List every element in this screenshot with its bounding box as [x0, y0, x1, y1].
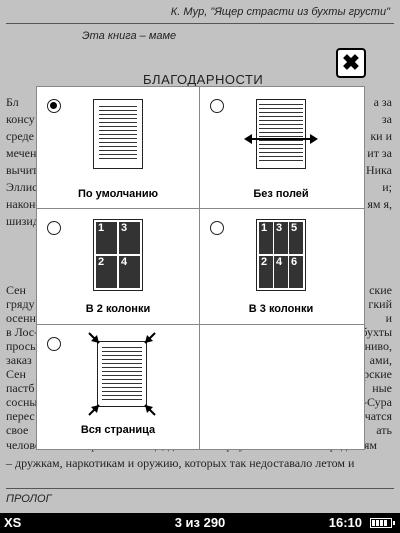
book-line-fragment: пастб	[6, 381, 35, 395]
book-line-fragment: и	[385, 311, 392, 325]
column-number: 4	[274, 256, 288, 288]
page-no-margins-icon	[244, 99, 318, 169]
book-line-fragment: Эллис	[6, 180, 38, 194]
book-line-fragment: шизид	[6, 214, 39, 228]
book-line-fragment: гкий	[368, 297, 392, 311]
book-line: – дружкам, наркотикам и оружию, которых …	[6, 456, 355, 470]
book-line-fragment: бухты	[361, 325, 392, 339]
book-line-fragment: в Лос-А	[6, 325, 47, 339]
column-number: 4	[119, 256, 140, 288]
book-line-fragment: осенн	[6, 311, 36, 325]
book-line-fragment: ит за	[367, 146, 392, 160]
book-line-fragment: свое	[6, 423, 29, 437]
arrows-outward-icon	[244, 134, 318, 144]
battery-icon	[370, 518, 395, 528]
book-line-fragment: ать	[376, 423, 392, 437]
book-line-fragment: перес	[6, 409, 35, 423]
page-default-icon	[93, 99, 143, 169]
footer-divider	[6, 488, 394, 489]
full-page-icon	[87, 331, 157, 417]
book-line-fragment: за	[381, 112, 392, 126]
option-default[interactable]: По умолчанию	[37, 87, 199, 208]
column-number: 2	[96, 256, 117, 288]
option-label: В 3 колонки	[248, 303, 314, 315]
grid-divider	[199, 87, 200, 449]
book-line-fragment: ки и	[370, 129, 392, 143]
header-divider	[6, 23, 394, 24]
radio-button[interactable]	[210, 99, 224, 113]
page-indicator[interactable]: 3 из 290	[174, 515, 226, 530]
book-header: К. Мур, "Ящер страсти из бухты грусти"	[170, 6, 390, 18]
chapter-footer: ПРОЛОГ	[6, 493, 52, 505]
book-line-fragment: ные	[372, 381, 392, 395]
book-line-fragment: среде	[6, 129, 34, 143]
book-line-fragment: Бл	[6, 95, 19, 109]
option-label: В 2 колонки	[85, 303, 151, 315]
radio-button[interactable]	[210, 221, 224, 235]
book-line-fragment: просы	[6, 339, 39, 353]
book-line-fragment: наконе	[6, 197, 41, 211]
book-line-fragment: чатся	[364, 409, 392, 423]
column-number: 2	[259, 256, 273, 288]
book-line-fragment: Сен	[6, 367, 26, 381]
option-two-columns[interactable]: 1 3 2 4 В 2 колонки	[37, 209, 199, 324]
book-line-fragment: -Сура	[362, 395, 392, 409]
clock: 16:10	[328, 515, 362, 530]
status-bar: XS 3 из 290 16:10	[0, 513, 400, 533]
font-size-indicator[interactable]: XS	[4, 515, 22, 530]
arrows-corner-icon	[88, 332, 156, 416]
option-label: Без полей	[253, 188, 309, 200]
column-number: 3	[274, 222, 288, 254]
grid-divider	[37, 324, 364, 325]
option-three-columns[interactable]: 1 3 5 2 4 6 В 3 колонки	[200, 209, 362, 324]
layout-dialog: По умолчанию Без полей 1 3 2 4 В 2 колон…	[37, 87, 364, 449]
book-line-fragment: рские	[363, 367, 392, 381]
radio-button[interactable]	[47, 337, 61, 351]
book-line-fragment: мечен	[6, 146, 37, 160]
book-line-fragment: Сен	[6, 283, 26, 297]
chapter-title: БЛАГОДАРНОСТИ	[143, 72, 264, 87]
book-line-fragment: ям я,	[367, 197, 392, 211]
book-line-fragment: Ника	[365, 163, 392, 177]
book-line-fragment: ские	[369, 283, 392, 297]
option-full-page[interactable]: Вся страница	[37, 325, 199, 449]
column-number: 5	[289, 222, 303, 254]
book-line-fragment: а за	[373, 95, 392, 109]
close-button[interactable]: ✖	[336, 48, 366, 78]
column-number: 1	[259, 222, 273, 254]
book-line-fragment: заказ	[6, 353, 32, 367]
radio-button[interactable]	[47, 99, 61, 113]
option-label: Вся страница	[80, 424, 156, 436]
grid-divider	[37, 208, 364, 209]
column-number: 3	[119, 222, 140, 254]
book-line-fragment: консу	[6, 112, 35, 126]
column-number: 6	[289, 256, 303, 288]
book-line-fragment: ниво,	[364, 339, 392, 353]
column-number: 1	[96, 222, 117, 254]
book-line-fragment: ами,	[369, 353, 392, 367]
book-line-fragment: сосны	[6, 395, 38, 409]
option-no-margins[interactable]: Без полей	[200, 87, 362, 208]
book-line-fragment: и;	[382, 180, 392, 194]
three-columns-icon: 1 3 5 2 4 6	[256, 219, 306, 291]
option-label: По умолчанию	[77, 188, 159, 200]
radio-button[interactable]	[47, 221, 61, 235]
book-line-fragment: гряду	[6, 297, 35, 311]
dedication-text: Эта книга – маме	[82, 30, 177, 42]
two-columns-icon: 1 3 2 4	[93, 219, 143, 291]
book-line-fragment: вычит	[6, 163, 38, 177]
